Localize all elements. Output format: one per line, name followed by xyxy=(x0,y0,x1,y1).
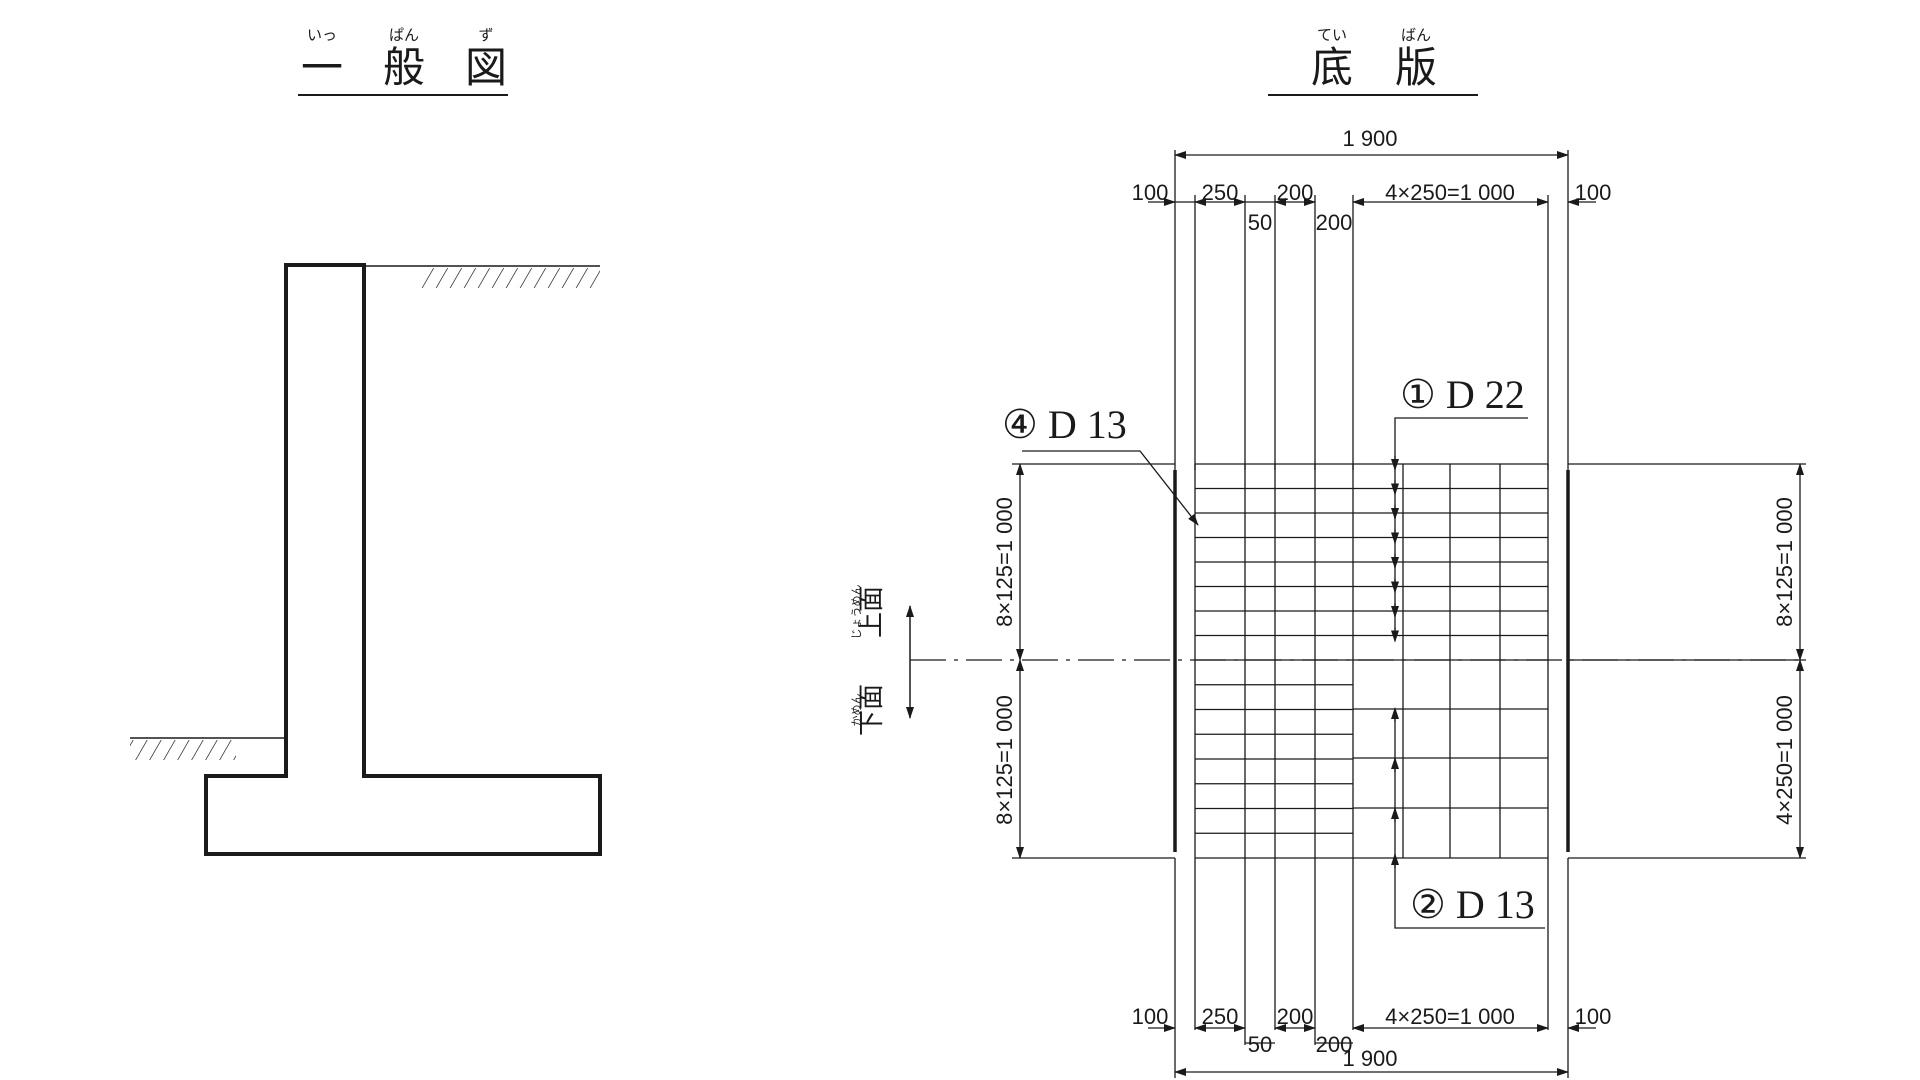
dim-200-bottom-a: 200 xyxy=(1277,1004,1314,1029)
callout-bar1: ① D 22 xyxy=(1394,372,1528,630)
dim-8x125-left-lower: 8×125=1 000 xyxy=(992,695,1017,825)
dim-100-bottom-right: 100 xyxy=(1575,1004,1612,1029)
dim-8x125-left-upper: 8×125=1 000 xyxy=(992,497,1017,627)
callout-bar1-label: ① D 22 xyxy=(1400,372,1525,417)
general-title-char-3: 図 xyxy=(465,43,507,92)
general-title: いっ ぱん ず 一 般 図 xyxy=(298,26,508,96)
retaining-wall-outline xyxy=(204,263,602,856)
dim-200-top-a: 200 xyxy=(1277,180,1314,205)
general-title-ruby-2: ぱん xyxy=(389,26,419,44)
general-title-char-1: 一 xyxy=(301,43,343,92)
callout-bar2: ② D 13 xyxy=(1394,712,1545,929)
lower-face-label: 下面 xyxy=(857,684,887,736)
general-title-char-2: 般 xyxy=(383,43,425,92)
slab-title: てい ばん 底 版 xyxy=(1268,26,1478,96)
dimension-extension-lines xyxy=(1012,150,1806,1078)
dim-8x125-right: 8×125=1 000 xyxy=(1772,497,1797,627)
dim-200-bottom-b: 200 xyxy=(1316,1032,1353,1057)
bottom-dimensions xyxy=(1148,1024,1596,1076)
dim-50-top: 50 xyxy=(1248,210,1272,235)
top-dimensions xyxy=(1148,151,1596,206)
dim-200-top-b: 200 xyxy=(1316,210,1353,235)
callout-bar4-label: ④ D 13 xyxy=(1002,402,1127,447)
dim-total-bottom: 1 900 xyxy=(1342,1046,1397,1071)
lower-face-ruby: かめん xyxy=(850,694,863,727)
general-title-ruby-3: ず xyxy=(478,26,493,44)
callout-bar2-label: ② D 13 xyxy=(1410,882,1535,927)
dim-100-top-left: 100 xyxy=(1132,180,1169,205)
dim-total-top: 1 900 xyxy=(1342,126,1397,151)
rebar-grid xyxy=(1194,463,1549,859)
callout-bar4: ④ D 13 xyxy=(1002,402,1199,526)
dim-100-top-right: 100 xyxy=(1575,180,1612,205)
upper-face-ruby: じょうめん xyxy=(850,585,863,640)
face-indicator: 上面 じょうめん 下面 かめん xyxy=(850,585,914,736)
general-title-ruby-1: いっ xyxy=(307,26,337,44)
soil-hatch-front xyxy=(130,740,236,760)
slab-title-ruby-2: ばん xyxy=(1401,26,1431,44)
slab-view: てい ばん 底 版 xyxy=(850,26,1806,1078)
dim-250-top: 250 xyxy=(1202,180,1239,205)
slab-title-char-2: 版 xyxy=(1395,43,1437,92)
soil-hatch-back xyxy=(420,268,600,288)
dim-4x250-right: 4×250=1 000 xyxy=(1772,695,1797,825)
dim-50-bottom: 50 xyxy=(1248,1032,1272,1057)
general-view: いっ ぱん ず 一 般 図 xyxy=(130,26,602,856)
slab-title-char-1: 底 xyxy=(1311,43,1353,92)
dim-250-bottom: 250 xyxy=(1202,1004,1239,1029)
dim-4x250-top: 4×250=1 000 xyxy=(1385,180,1515,205)
dim-100-bottom-left: 100 xyxy=(1132,1004,1169,1029)
upper-face-label: 上面 xyxy=(857,586,887,638)
slab-title-ruby-1: てい xyxy=(1317,26,1347,44)
dim-4x250-bottom: 4×250=1 000 xyxy=(1385,1004,1515,1029)
